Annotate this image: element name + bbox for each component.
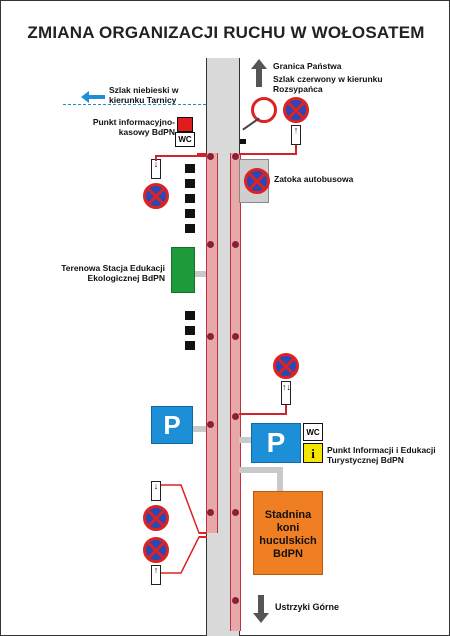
punkt-kasowy-label: Punkt informacyjno-kasowy BdPN xyxy=(92,117,175,137)
lane-end-mark xyxy=(199,536,207,538)
arrow-up-plate-icon: ↑ xyxy=(151,565,161,585)
connector-line xyxy=(285,405,287,415)
no-stopping-icon xyxy=(244,168,270,194)
map-title: ZMIANA ORGANIZACJI RUCHU W WOŁOSATEM xyxy=(27,23,425,42)
parking-space xyxy=(185,224,195,233)
marker-dot xyxy=(232,597,239,604)
info-icon: i xyxy=(303,443,323,463)
arrow-up-plate-icon: ↑ xyxy=(291,125,301,145)
parking-space xyxy=(185,179,195,188)
parking-space xyxy=(185,194,195,203)
marker-dot xyxy=(232,509,239,516)
arrow-up-icon xyxy=(251,59,267,87)
marker-dot xyxy=(207,333,214,340)
parking-space xyxy=(185,164,195,173)
sign-base xyxy=(240,139,246,144)
sign-post xyxy=(242,117,260,131)
parking-space xyxy=(185,326,195,335)
stadnina-label: Stadnina koni huculskich BdPN xyxy=(259,509,317,560)
no-stopping-icon xyxy=(143,505,169,531)
arrow-down-plate-icon: ↓ xyxy=(151,481,161,501)
connector-path xyxy=(195,271,206,277)
bus-lane-right xyxy=(230,153,241,631)
no-stopping-icon xyxy=(273,353,299,379)
connector-path xyxy=(277,467,283,491)
marker-dot xyxy=(232,413,239,420)
connector-line xyxy=(155,155,157,161)
connector-line xyxy=(239,413,287,415)
parking-right: P xyxy=(251,423,301,463)
bus-lane-left xyxy=(206,153,218,533)
parking-left: P xyxy=(151,406,193,444)
ustrzyki-label: Ustrzyki Górne xyxy=(275,602,340,612)
no-stopping-icon xyxy=(143,183,169,209)
connector-path xyxy=(193,426,206,432)
marker-dot xyxy=(207,241,214,248)
marker-dot xyxy=(232,241,239,248)
marker-dot xyxy=(207,421,214,428)
wc-marker: WC xyxy=(303,423,323,441)
connector-line xyxy=(156,155,206,157)
parking-space xyxy=(185,311,195,320)
parking-space xyxy=(185,341,195,350)
lane-end-mark xyxy=(199,532,207,534)
arrow-both-plate-icon: ↑↓ xyxy=(281,381,291,405)
marker-dot xyxy=(207,153,214,160)
arrow-left-icon xyxy=(81,91,105,103)
stacja-building xyxy=(171,247,195,293)
marker-dot xyxy=(207,509,214,516)
kasa-marker xyxy=(177,117,193,132)
arrow-down-plate-icon: ↓ xyxy=(151,159,161,179)
no-stopping-icon xyxy=(143,537,169,563)
stadnina-building xyxy=(253,491,323,575)
connector-path xyxy=(239,467,281,473)
connector-line xyxy=(197,153,207,155)
wc-marker: WC xyxy=(175,132,195,147)
stacja-label: Terenowa Stacja Edukacji Ekologicznej Bd… xyxy=(61,263,165,283)
blue-trail-line xyxy=(63,104,206,108)
connector-line xyxy=(295,145,297,155)
connector-line xyxy=(239,153,297,155)
marker-dot xyxy=(232,333,239,340)
szlak-niebieski-label: Szlak niebieski w kierunku Tarnicy xyxy=(109,85,179,105)
zatoka-label: Zatoka autobusowa xyxy=(274,174,354,184)
szlak-czerwony-label: Szlak czerwony w kierunku Rozsypańca xyxy=(273,74,383,94)
arrow-down-icon xyxy=(253,595,269,623)
punkt-info-edu-label: Punkt Informacji i Edukacji Turystycznej… xyxy=(327,445,436,465)
no-stopping-icon xyxy=(283,97,309,123)
connector-path xyxy=(239,437,251,443)
parking-space xyxy=(185,209,195,218)
granica-label: Granica Państwa xyxy=(273,61,342,71)
marker-dot xyxy=(232,153,239,160)
